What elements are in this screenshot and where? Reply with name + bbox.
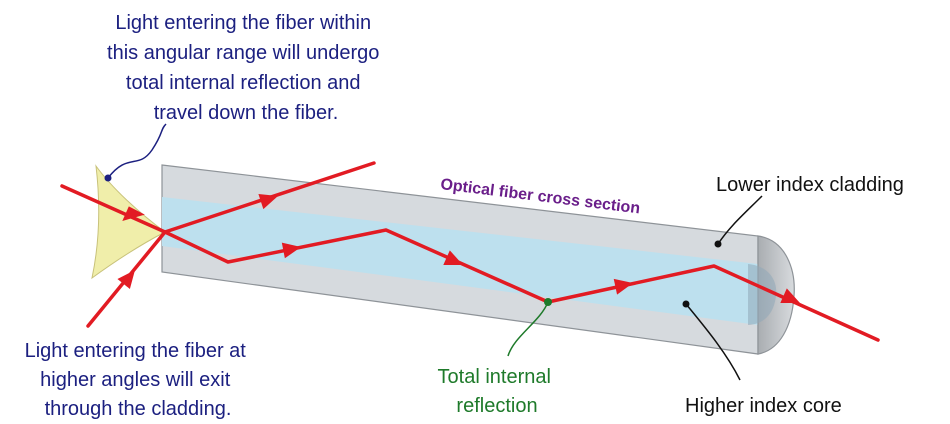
acceptance-leader [107,123,167,179]
exit-label: Light entering the fiber at higher angle… [25,340,252,420]
fiber-end-core [748,264,777,325]
cladding-label: Lower index cladding [716,174,904,196]
arrowhead [258,193,278,210]
core-leader [685,303,741,381]
core-leader-dot [682,300,690,308]
core-label: Higher index core [685,395,842,417]
incoming-ray [60,184,167,234]
acceptance-label: Light entering the fiber within this ang… [107,12,385,124]
tir-label: Total internal reflection [438,366,557,417]
tir-leader [507,301,549,357]
acceptance-leader-dot [104,174,112,182]
cladding-leader-dot [714,240,722,248]
arrowhead [613,278,633,295]
arrowhead [117,270,135,290]
arrowhead [281,242,301,259]
cladding-leader [717,195,763,245]
arrowhead [122,206,145,221]
arrowhead [780,288,800,303]
guided-ray [163,228,880,342]
acceptance-cone [91,164,166,280]
arrowhead [443,250,463,265]
